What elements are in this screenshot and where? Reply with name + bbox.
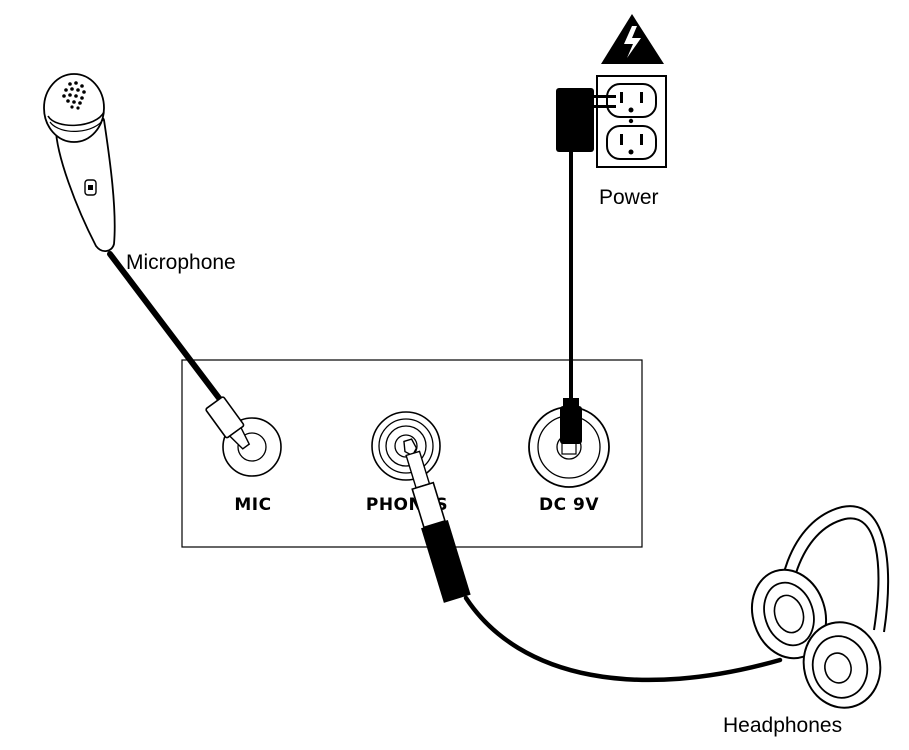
high-voltage-warning-icon <box>601 14 664 64</box>
power-adapter-icon <box>556 88 616 444</box>
microphone-icon <box>43 73 251 450</box>
headphones-label: Headphones <box>723 714 842 737</box>
mic-jack-label: MIC <box>234 495 271 515</box>
headphones-icon <box>403 438 890 709</box>
power-label: Power <box>599 186 659 209</box>
microphone-label: Microphone <box>126 251 236 274</box>
dc-jack-label: DC 9V <box>539 495 599 515</box>
wall-outlet-icon <box>596 75 667 168</box>
